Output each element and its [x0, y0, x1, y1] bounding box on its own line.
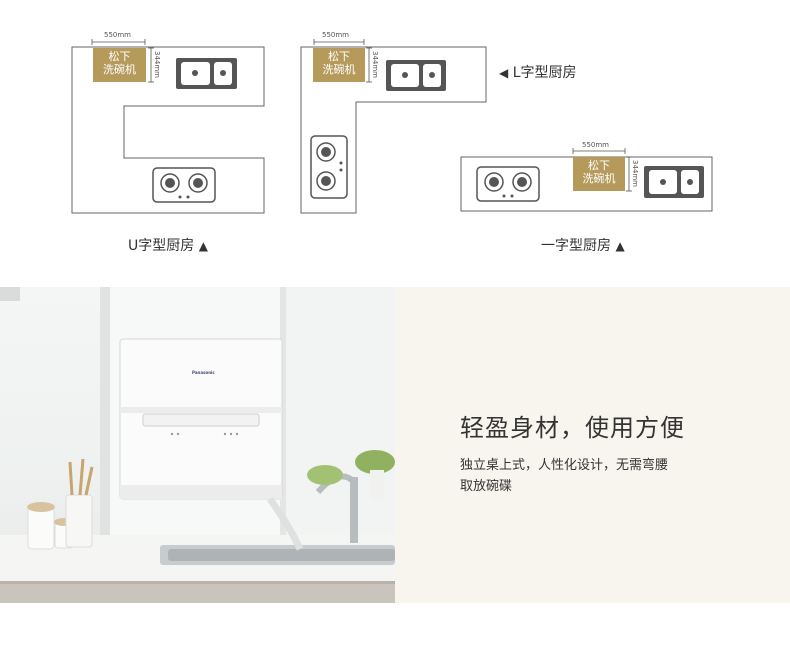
stove-icon	[152, 167, 216, 203]
sink-icon	[176, 58, 237, 89]
width-dimension: 550mm	[104, 31, 131, 39]
stove-icon	[310, 135, 348, 199]
sink-icon	[386, 60, 446, 91]
line-kitchen-caption: 一字型厨房 ▲	[541, 238, 625, 254]
product-photo: Panasonic	[0, 287, 395, 603]
feature-desc-line2: 取放碗碟	[460, 479, 513, 494]
sink-icon	[644, 166, 704, 198]
depth-dimension: 344mm	[631, 160, 639, 187]
width-dimension: 550mm	[322, 31, 349, 39]
triangle-up-icon: ▲	[198, 239, 208, 253]
dishwasher-label: 松下 洗碗机	[573, 157, 625, 191]
triangle-up-icon: ▲	[615, 239, 625, 253]
feature-panel	[395, 287, 790, 603]
dishwasher-label: 松下 洗碗机	[93, 48, 146, 82]
triangle-left-icon: ◀	[499, 66, 509, 80]
kitchen-layout-diagrams	[71, 39, 713, 214]
width-dimension: 550mm	[582, 141, 609, 149]
dishwasher-label: 松下 洗碗机	[313, 48, 365, 82]
feature-desc-line1: 独立桌上式，人性化设计，无需弯腰	[460, 458, 669, 473]
depth-dimension: 344mm	[153, 51, 161, 78]
stove-icon	[476, 166, 540, 202]
u-kitchen-caption: U字型厨房 ▲	[128, 238, 208, 254]
brand-logo: Panasonic	[192, 370, 215, 375]
feature-headline: 轻盈身材，使用方便	[460, 414, 685, 442]
dimension-lines	[91, 39, 632, 192]
kitchen-scene	[0, 287, 395, 603]
l-kitchen-caption: ◀ L字型厨房	[499, 65, 577, 81]
depth-dimension: 344mm	[371, 51, 379, 78]
